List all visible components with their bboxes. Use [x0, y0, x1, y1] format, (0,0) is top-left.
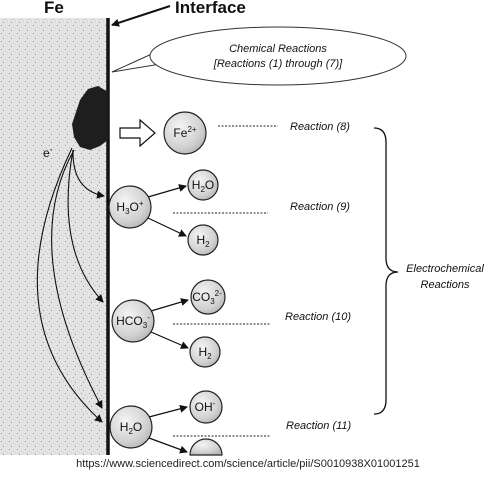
species-carbonate: CO32-: [190, 279, 226, 315]
reaction-8-label: Reaction (8): [290, 121, 350, 133]
chemical-reactions-callout: Chemical Reactions [Reactions (1) throug…: [111, 26, 407, 86]
svg-text:H2O: H2O: [192, 178, 214, 194]
iron-label: Fe: [44, 0, 64, 17]
reaction-11-label: Reaction (11): [286, 420, 352, 432]
species-water-bottom: H2O: [109, 405, 153, 449]
source-url: https://www.sciencedirect.com/science/ar…: [76, 458, 420, 470]
species-hydroxide: OH-: [189, 390, 223, 424]
svg-text:Fe2+: Fe2+: [173, 125, 196, 140]
iron-region: [0, 18, 108, 455]
arrow-hco3-to-co3: [150, 298, 189, 312]
svg-text:H2: H2: [198, 345, 212, 361]
svg-text:H2O: H2O: [120, 420, 142, 436]
species-hydronium: H3O+: [108, 185, 152, 229]
svg-text:H3O+: H3O+: [116, 199, 143, 216]
arrow-h3o-to-h2: [147, 217, 187, 237]
chemical-reactions-line2: [Reactions (1) through (7)]: [213, 58, 343, 70]
species-bicarbonate: HCO3-: [111, 299, 155, 343]
dissolution-arrow: [119, 118, 156, 148]
arrow-h3o-to-h2o: [147, 184, 187, 198]
corrosion-pit: [72, 86, 108, 150]
electron-label: e-: [43, 145, 53, 160]
interface-pointer-arrow: [111, 5, 171, 27]
interface-label: Interface: [175, 0, 246, 17]
electron-arrow-2: [67, 149, 104, 303]
electrochemical-label-line2: Reactions: [421, 279, 470, 291]
reaction-9-label: Reaction (9): [290, 201, 350, 213]
svg-text:H2: H2: [196, 233, 210, 249]
species-water-top: H2O: [187, 169, 219, 201]
electrochemical-brace: [373, 127, 399, 415]
electron-arrow-4: [36, 147, 103, 423]
svg-text:CO32-: CO32-: [192, 289, 222, 306]
chemical-reactions-line1: Chemical Reactions: [229, 43, 327, 55]
reaction-10-label: Reaction (10): [285, 311, 351, 323]
species-hydrogen-a: H2: [187, 224, 219, 256]
species-hydrogen-b: H2: [189, 336, 221, 368]
arrow-hco3-to-h2: [150, 331, 189, 349]
electrochemical-label-line1: Electrochemical: [406, 263, 484, 275]
svg-text:OH-: OH-: [195, 399, 216, 414]
arrow-h2o-to-bottom: [148, 437, 188, 454]
species-cutoff-bottom: [189, 438, 223, 456]
arrow-h2o-to-oh: [148, 404, 188, 418]
species-fe2plus: Fe2+: [163, 111, 207, 155]
electron-arrow-3: [51, 149, 103, 409]
electron-arrow-1: [72, 149, 105, 199]
svg-text:HCO3-: HCO3-: [116, 313, 150, 330]
